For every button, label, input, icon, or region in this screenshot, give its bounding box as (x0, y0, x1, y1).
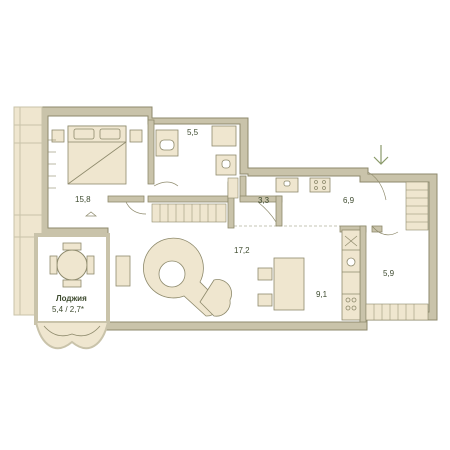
entrance-door (367, 171, 387, 201)
room-area-bedroom: 15,8 (75, 195, 91, 204)
room-area-bathroom: 5,5 (187, 128, 199, 137)
room-area-hall: 6,9 (343, 196, 355, 205)
entrance-arrow-icon (373, 145, 389, 165)
loggia (34, 233, 110, 350)
kitchen-column (341, 229, 361, 321)
room-area-wc: 3,3 (258, 196, 270, 205)
bedroom-furniture (51, 125, 143, 185)
living-furniture (115, 237, 232, 317)
kitchen-island (257, 257, 305, 311)
room-area-living: 17,2 (234, 246, 250, 255)
loggia-name: Лоджия (56, 294, 87, 303)
wc-fixtures (275, 177, 331, 193)
room-area-corridor: 5,9 (383, 269, 395, 278)
room-area-kitchen: 9,1 (316, 290, 328, 299)
loggia-area: 5,4 / 2,7* (52, 305, 85, 314)
bedroom-door (125, 201, 147, 215)
bathroom-fixtures (155, 125, 237, 176)
